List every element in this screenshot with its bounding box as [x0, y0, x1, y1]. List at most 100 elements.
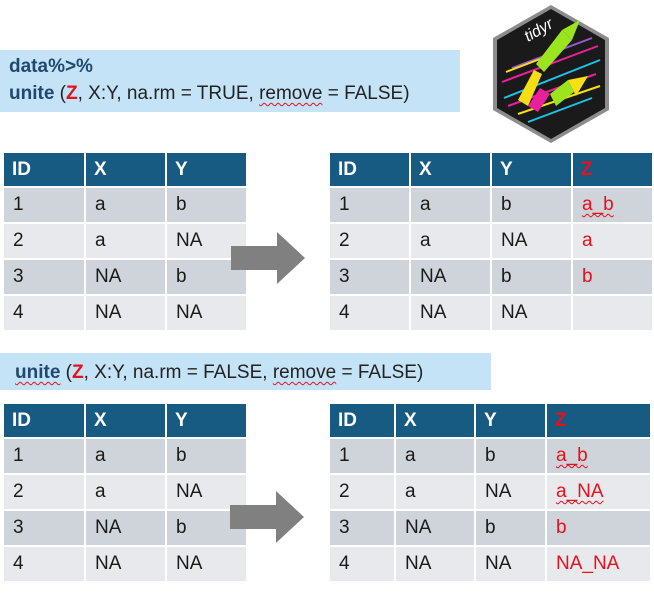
col-header: X	[86, 404, 165, 437]
table-cell: a	[86, 188, 165, 222]
table-row: 1 a b a_b	[330, 439, 650, 473]
table-cell: 4	[330, 296, 409, 330]
table-cell: NA	[86, 547, 165, 581]
header-row: ID X Y Z	[330, 404, 650, 437]
table-row: 3 NA b b	[330, 260, 652, 294]
table-cell: NA	[476, 547, 545, 581]
table-row: 4 NA NA	[4, 296, 246, 330]
code-line-unite: unite (Z, X:Y, na.rm = FALSE, remove = F…	[15, 362, 423, 384]
table-cell: NA	[167, 547, 246, 581]
table-cell: 4	[330, 547, 394, 581]
table-row: 2 a NA a_NA	[330, 475, 650, 509]
table-cell: 4	[4, 296, 84, 330]
table-cell: NA	[86, 511, 165, 545]
table-cell: NA	[167, 296, 246, 330]
table-cell: b	[476, 439, 545, 473]
remove-arg: remove	[259, 83, 323, 104]
z-cell: NA_NA	[547, 547, 650, 581]
table-cell: b	[167, 260, 246, 294]
col-header: Y	[167, 404, 246, 437]
z-cell: b	[547, 511, 650, 545]
table-cell: NA	[476, 475, 545, 509]
table-cell: 4	[4, 547, 84, 581]
z-cell: a	[573, 224, 652, 258]
table-cell: b	[476, 511, 545, 545]
table-cell: 1	[330, 188, 409, 222]
input-table-2: ID X Y 1 a b 2 a NA 3 NA b 4 NA NA	[2, 402, 248, 583]
table-cell: 3	[330, 260, 409, 294]
code-block-narm-false: unite (Z, X:Y, na.rm = FALSE, remove = F…	[0, 353, 491, 390]
table-row: 3 NA b	[4, 260, 246, 294]
table-cell: 3	[4, 260, 84, 294]
table-cell: a	[396, 475, 474, 509]
table-cell: NA	[411, 296, 490, 330]
table-row: 2 a NA	[4, 224, 246, 258]
col-header: ID	[330, 153, 409, 186]
col-header: Y	[167, 153, 246, 186]
output-table-narm-true: ID X Y Z 1 a b a_b 2 a NA a 3 NA b b 4 N…	[328, 151, 654, 332]
header-row: ID X Y Z	[330, 153, 652, 186]
table-cell: 1	[330, 439, 394, 473]
code-args-end: = FALSE)	[322, 83, 410, 104]
z-value: a_b	[582, 194, 614, 215]
remove-arg: remove	[272, 362, 337, 383]
code-args: , X:Y, na.rm = FALSE,	[83, 362, 273, 383]
function-name: unite	[15, 362, 61, 383]
table-cell: b	[492, 188, 571, 222]
tidyr-hex-logo: tidyr	[493, 5, 609, 143]
table-cell: 2	[330, 224, 409, 258]
table-cell: NA	[492, 296, 571, 330]
header-row: ID X Y	[4, 404, 246, 437]
table-cell: a	[86, 475, 165, 509]
table-cell: b	[492, 260, 571, 294]
table-cell: NA	[167, 475, 246, 509]
col-header: ID	[4, 404, 84, 437]
code-line-pipe: data%>%	[9, 56, 93, 77]
z-value: a_b	[556, 445, 588, 466]
table-cell: 2	[4, 224, 84, 258]
table-cell: 2	[330, 475, 394, 509]
table-cell: a	[86, 224, 165, 258]
new-column-name: Z	[66, 83, 78, 104]
table-row: 1 a b	[4, 188, 246, 222]
table-row: 1 a b a_b	[330, 188, 652, 222]
z-cell	[573, 296, 652, 330]
table-cell: a	[411, 188, 490, 222]
z-cell: b	[573, 260, 652, 294]
input-table-1: ID X Y 1 a b 2 a NA 3 NA b 4 NA NA	[2, 151, 248, 332]
table-cell: NA	[492, 224, 571, 258]
table-cell: a	[396, 439, 474, 473]
z-value: a_NA	[556, 481, 604, 502]
code-line-unite: unite (Z, X:Y, na.rm = TRUE, remove = FA…	[9, 83, 410, 105]
table-cell: 1	[4, 188, 84, 222]
table-cell: a	[86, 439, 165, 473]
table-cell: b	[167, 439, 246, 473]
table-cell: a	[411, 224, 490, 258]
table-row: 2 a NA a	[330, 224, 652, 258]
new-column-name: Z	[72, 362, 84, 383]
code-paren: (	[60, 362, 72, 383]
code-block-narm-true: data%>% unite (Z, X:Y, na.rm = TRUE, rem…	[0, 50, 460, 112]
table-row: 3 NA b b	[330, 511, 650, 545]
function-name: unite	[9, 83, 55, 104]
col-header: X	[396, 404, 474, 437]
z-cell: a_NA	[547, 475, 650, 509]
table-row: 4 NA NA NA_NA	[330, 547, 650, 581]
table-cell: b	[167, 188, 246, 222]
table-row: 1 a b	[4, 439, 246, 473]
table-row: 3 NA b	[4, 511, 246, 545]
table-cell: NA	[86, 296, 165, 330]
col-header: Y	[476, 404, 545, 437]
col-header: ID	[330, 404, 394, 437]
table-cell: NA	[86, 260, 165, 294]
z-cell: a_b	[573, 188, 652, 222]
table-cell: NA	[411, 260, 490, 294]
table-cell: NA	[396, 511, 474, 545]
z-cell: a_b	[547, 439, 650, 473]
table-cell: 2	[4, 475, 84, 509]
z-col-header: Z	[547, 404, 650, 437]
right-arrow-icon	[231, 232, 305, 284]
table-cell: 3	[330, 511, 394, 545]
code-paren: (	[54, 83, 66, 104]
code-args: , X:Y, na.rm = TRUE,	[77, 83, 260, 104]
